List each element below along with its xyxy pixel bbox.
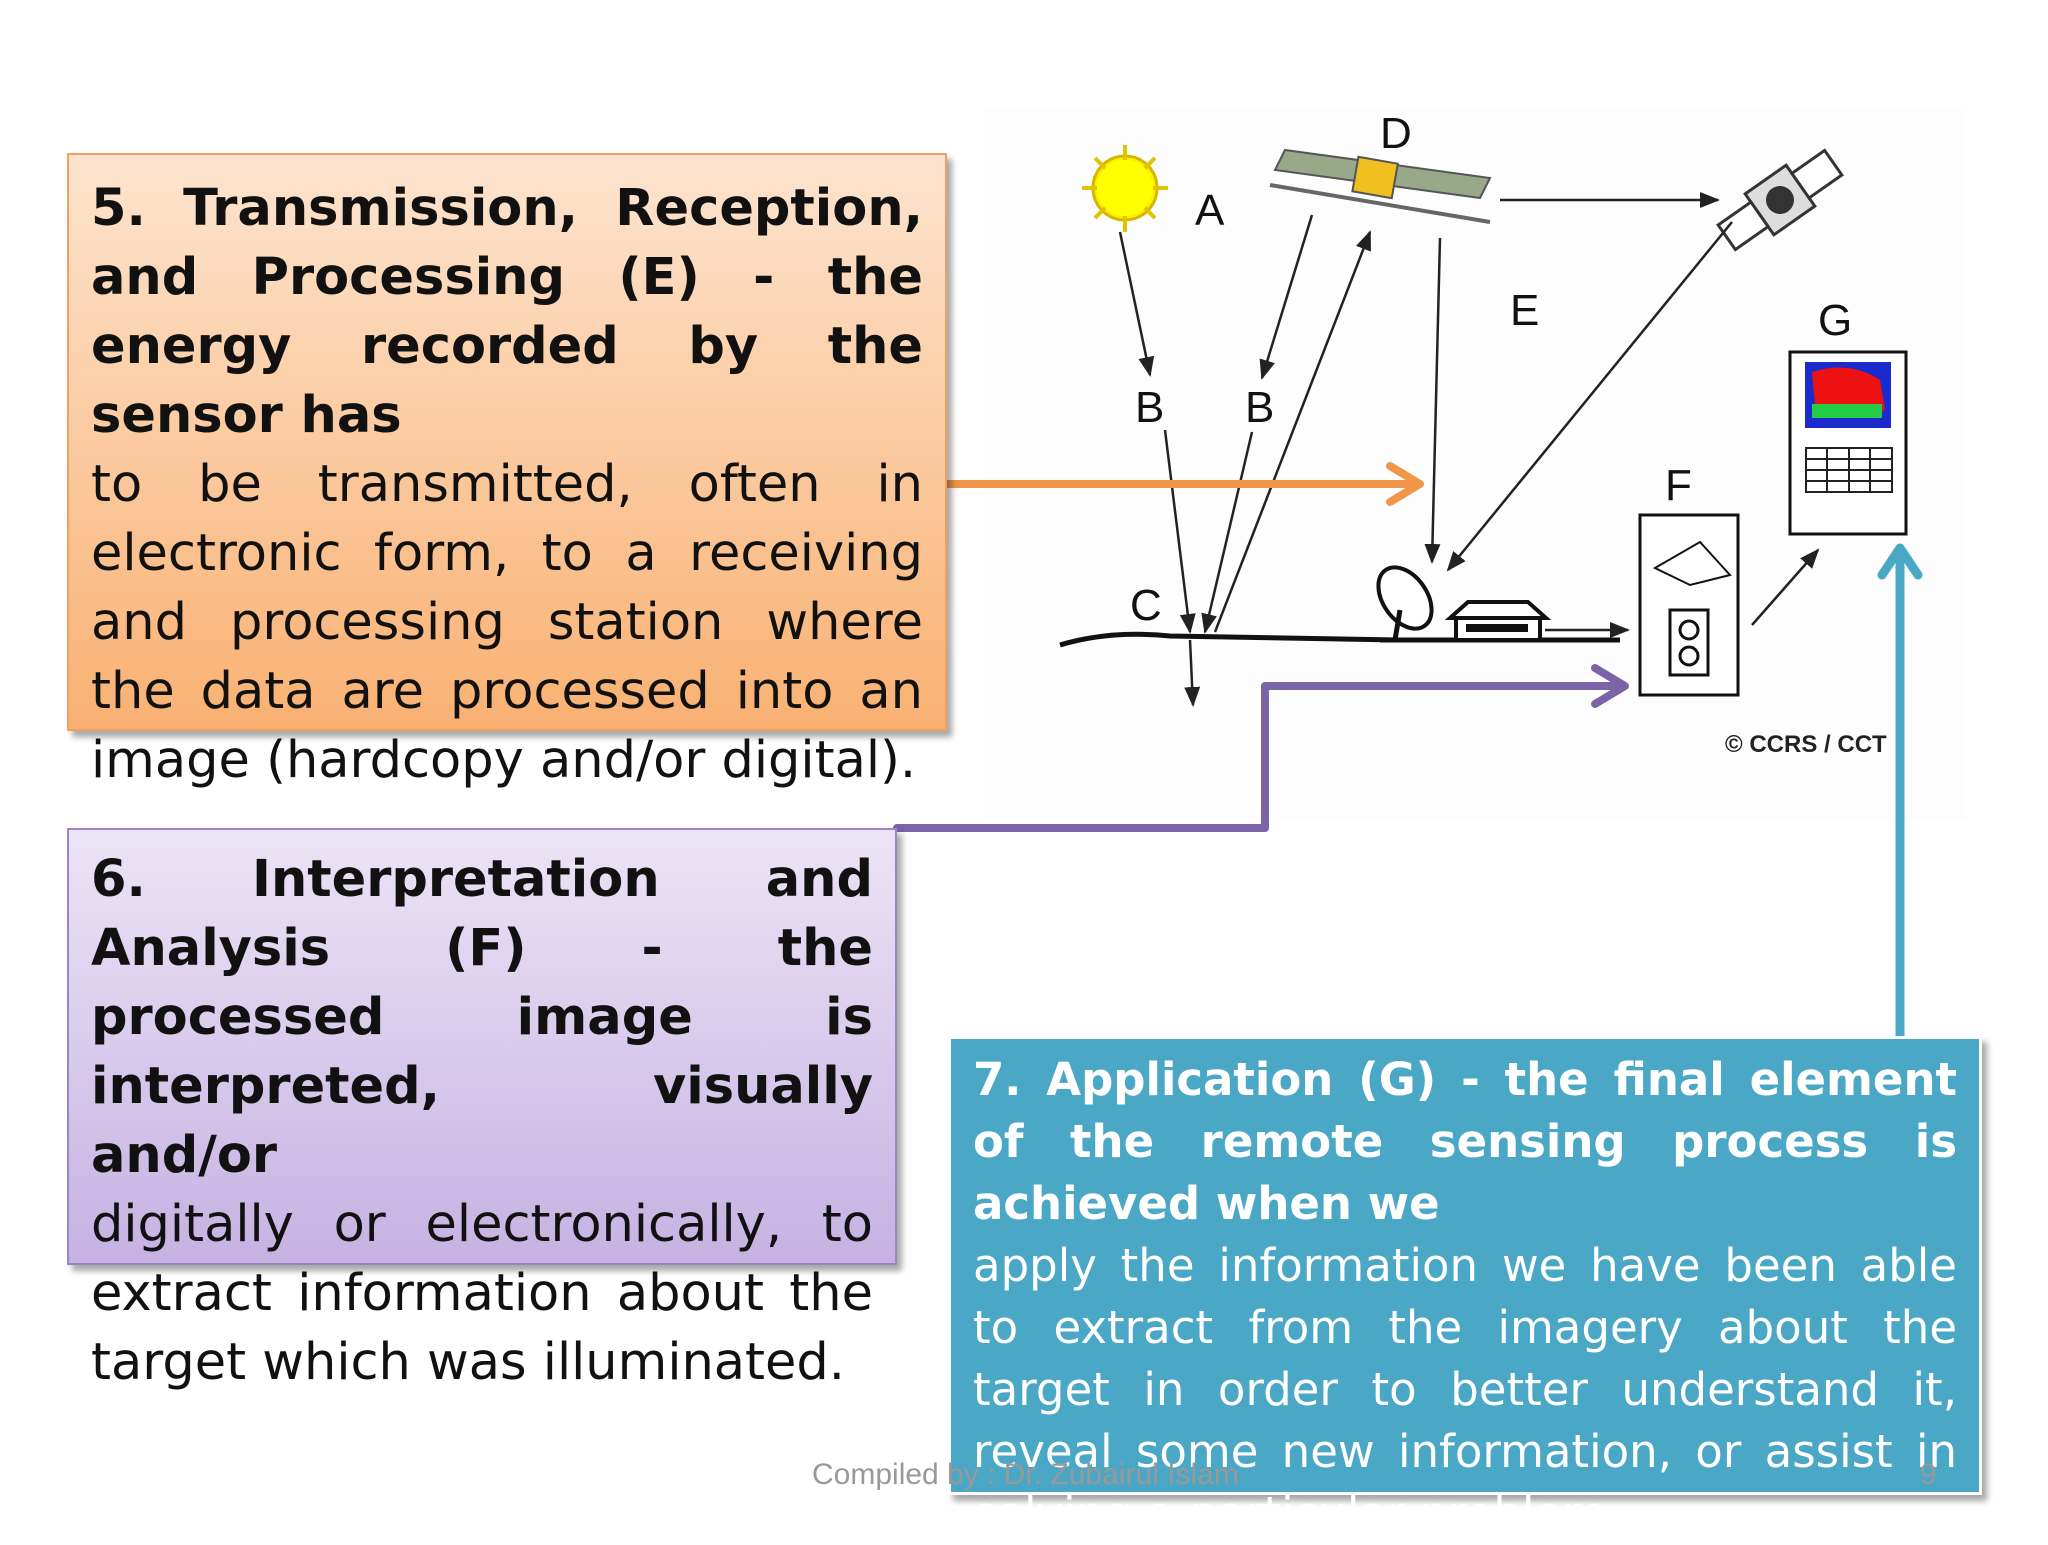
purple-connector-arrow — [893, 664, 1629, 832]
application-box: 7. Application (G) - the final element o… — [948, 1036, 1982, 1540]
label-e: E — [1510, 286, 1539, 335]
label-g: G — [1818, 296, 1852, 345]
label-c: C — [1130, 581, 1162, 630]
box-g-body: apply the information we have been able … — [973, 1239, 1957, 1540]
ground-line — [1059, 631, 1620, 648]
satellite-dish-icon — [1376, 565, 1434, 643]
box-f-heading: 6. Interpretation and Analysis (F) - the… — [91, 850, 873, 1185]
box-g-heading: 7. Application (G) - the final element o… — [973, 1053, 1957, 1230]
box-e-heading: 5. Transmission, Reception, and Processi… — [91, 179, 923, 445]
label-b2: B — [1245, 383, 1274, 432]
application-image-icon — [1788, 350, 1908, 536]
relay-satellite-icon — [1716, 148, 1844, 252]
orange-connector-arrow — [943, 462, 1424, 506]
interpretation-analysis-box: 6. Interpretation and Analysis (F) - the… — [67, 828, 897, 1392]
sun-icon — [1082, 145, 1168, 232]
label-f: F — [1665, 461, 1692, 510]
analysis-station-icon — [1638, 513, 1740, 697]
transmission-reception-box: 5. Transmission, Reception, and Processi… — [67, 153, 947, 790]
label-b1: B — [1135, 383, 1164, 432]
teal-connector-arrow — [1877, 543, 1923, 1041]
footer-compiled-by: Compiled by : Dr. Zubairul Islam — [812, 1458, 1239, 1491]
box-f-body: digitally or electronically, to extract … — [91, 1195, 873, 1392]
copyright-text: © CCRS / CCT — [1725, 731, 1887, 758]
label-d: D — [1380, 109, 1412, 158]
page-number: 9 — [1920, 1458, 1937, 1491]
box-e-body: to be transmitted, often in electronic f… — [91, 455, 923, 790]
label-a: A — [1195, 186, 1225, 235]
ground-station-icon — [1444, 600, 1552, 642]
satellite-icon — [1269, 148, 1492, 224]
